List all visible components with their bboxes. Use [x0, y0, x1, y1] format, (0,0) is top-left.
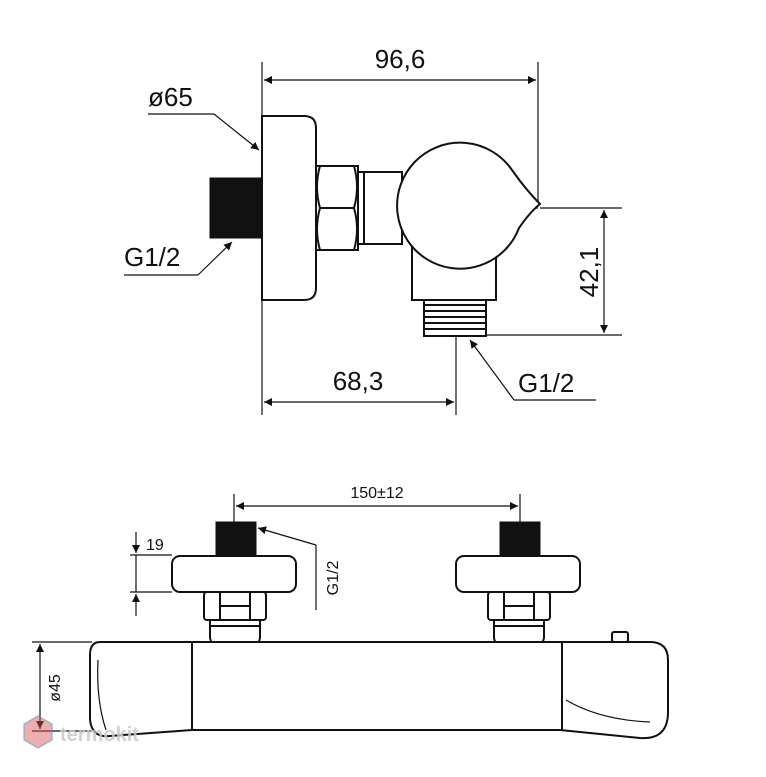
control-knob	[396, 141, 542, 270]
left-connection	[171, 521, 297, 652]
dim-label-height: 42,1	[574, 247, 604, 298]
left-inlet-thread	[215, 521, 257, 557]
dim-label-inlet-thread: G1/2	[124, 242, 180, 272]
right-inlet-thread	[499, 521, 541, 557]
right-connection	[455, 521, 581, 652]
outlet-thread	[423, 299, 487, 337]
wall-flange	[261, 115, 317, 301]
watermark-cube-icon	[23, 715, 53, 749]
dim-label-diameter: ø65	[148, 82, 193, 112]
dim-label-thread: G1/2	[325, 561, 342, 596]
dim-label-body-diameter: ø45	[47, 674, 64, 702]
front-view: 150±12 19 G1/2 ø45	[32, 485, 669, 740]
right-wall-flange	[455, 555, 581, 593]
dim-label-depth: 68,3	[333, 366, 384, 396]
mixer-body	[89, 641, 669, 740]
watermark-logo: termokit	[23, 715, 139, 749]
dim-label-spacing: 150±12	[350, 485, 403, 502]
connector-pipe	[363, 171, 403, 245]
dim-label-outlet-thread: G1/2	[518, 368, 574, 398]
inlet-thread	[209, 177, 263, 239]
side-view: 96,6 68,3 42,1 ø65 G1/2 G1/2	[124, 44, 622, 415]
left-wall-flange	[171, 555, 297, 593]
safety-button	[611, 631, 629, 643]
dim-label-width: 96,6	[375, 44, 426, 74]
watermark-text: termokit	[60, 724, 139, 746]
dim-label-flange: 19	[146, 537, 164, 554]
hex-nut	[315, 165, 365, 251]
